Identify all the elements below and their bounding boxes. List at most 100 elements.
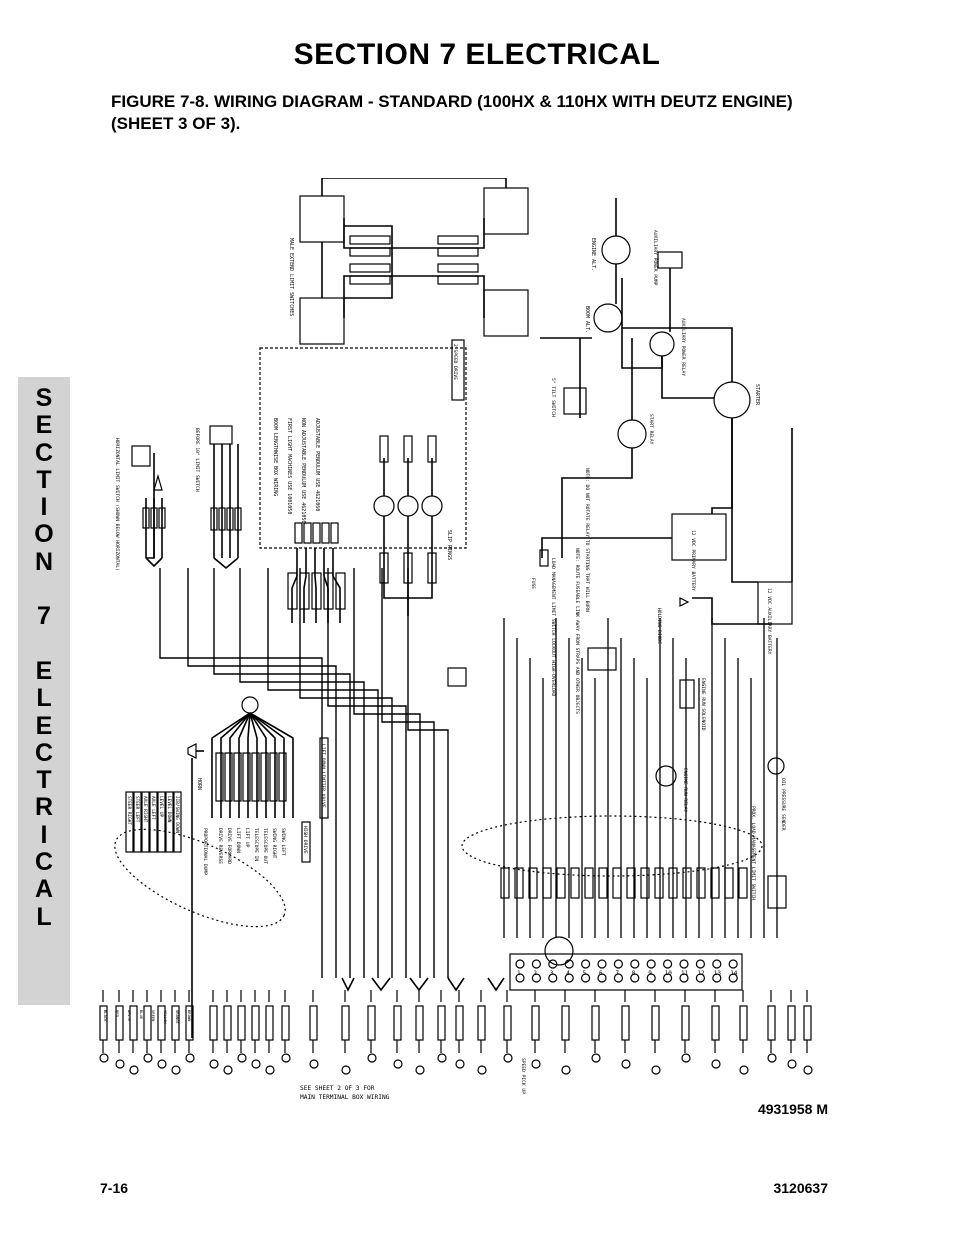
wire: [407, 568, 449, 978]
terminal-14: [728, 973, 738, 983]
wire-tag: [787, 1005, 796, 1041]
start-relay-label: START RELAY: [648, 414, 654, 445]
see-sheet-label: SEE SHEET 2 OF 3 FOR: [300, 1085, 375, 1092]
page-number: 7-16: [100, 1180, 129, 1196]
terminal-number-2: 2: [533, 970, 537, 977]
boom-box-label: ADJUSTABLE PENDULUM USE 4621060: [314, 418, 320, 511]
wire: [249, 712, 267, 818]
horn-icon: [187, 743, 197, 759]
wire-tag: [210, 507, 218, 531]
connector-pin: [591, 1053, 601, 1063]
wire-tag: [621, 1005, 630, 1041]
connector: [437, 275, 479, 285]
wire-tag: [323, 572, 334, 610]
wire-tag: [237, 1005, 246, 1041]
wire-tag: [234, 507, 242, 531]
wire-tag: [437, 1005, 446, 1041]
valve-label-0: STEER RIGHT: [126, 796, 132, 825]
wire-tag: [115, 1005, 124, 1041]
engine-run-relay-label: ENGINE RUN RELAY: [682, 768, 688, 812]
terminal-number-4: 4: [566, 970, 570, 977]
terminal-number-1: 1: [517, 970, 521, 977]
wire: [238, 712, 251, 818]
connector-pin: [651, 1065, 661, 1075]
load-mgmt-label: LOAD MANAGEMENT LIMIT SWITCH LOCKOUT HIG…: [550, 558, 556, 697]
connector-pin: [803, 1065, 813, 1075]
wire: [213, 557, 239, 570]
wire-tag: [218, 507, 226, 531]
wire-color-7: BROWN: [187, 1010, 192, 1022]
wire-color-2: WHITE: [127, 1010, 132, 1022]
wire-tag: [335, 572, 346, 610]
boom-box: [259, 347, 467, 549]
speed-pick-label: SPEED PICK UP: [520, 1058, 526, 1094]
boom-box-label: NON ADJUSTABLE PENDULUM USE 4621050: [300, 418, 306, 523]
slip-ring: [397, 495, 419, 517]
aux-pump: [657, 251, 683, 269]
terminal-8: [630, 959, 640, 969]
before-limit-label: BEFORE 10° LIMIT SWITCH: [194, 428, 200, 492]
wire: [661, 356, 714, 399]
function-label-2: LIFT DOWN: [235, 828, 241, 853]
connector-pin: [531, 1059, 541, 1069]
terminal-9: [646, 973, 656, 983]
function-label-6: SWING RIGHT: [271, 828, 277, 859]
valve-tag: [149, 791, 158, 853]
connector-pin: [143, 1053, 153, 1063]
function-label-5: TELESCOPE OUT: [262, 828, 268, 864]
alternator-label: ENGINE ALT.: [590, 238, 596, 271]
connector: [349, 235, 391, 245]
section-side-tab: S E C T I O N 7 E L E C T R I C A L: [18, 377, 70, 1005]
wire-tag: [626, 867, 636, 899]
wire-tag: [142, 507, 150, 529]
wire-tag: [215, 752, 224, 802]
wire-color-0: BLACK: [103, 1010, 108, 1022]
terminal-number-12: 12: [697, 970, 705, 977]
oil-pressure-label: OIL PRESSURE SENDER: [780, 778, 786, 831]
valve-tag: [141, 791, 150, 853]
wire-color-4: GREEN: [151, 1010, 156, 1022]
terminal-number-7: 7: [615, 970, 619, 977]
connector-pin: [367, 1053, 377, 1063]
wire-tag: [299, 572, 310, 610]
see-sheet-label-2: MAIN TERMINAL BOX WIRING: [300, 1094, 390, 1101]
prox-switch: [767, 875, 787, 909]
boom-box-label: BOOM LENGTHWISE BOX WIRING: [272, 418, 278, 496]
connector-pin: [341, 1065, 351, 1075]
wire-tag: [233, 752, 242, 802]
wire-tag: [542, 867, 552, 899]
wire-tag: [531, 1005, 540, 1041]
connector: [349, 263, 391, 273]
wire-color-5: YELLOW: [163, 1010, 168, 1024]
terminal: [294, 522, 303, 544]
proportional-dump-label: PROPORTIONAL DUMP: [202, 828, 208, 875]
function-label-0: DRIVE REVERSE: [217, 828, 223, 864]
terminal-number-5: 5: [583, 970, 587, 977]
terminal-number-10: 10: [665, 970, 673, 977]
wire: [239, 568, 365, 978]
wire-tag: [367, 1005, 376, 1041]
terminal-8: [630, 973, 640, 983]
wire-tag: [224, 752, 233, 802]
terminal-3: [548, 973, 558, 983]
wire-tag: [281, 1005, 290, 1041]
dashed-group: [114, 828, 286, 928]
terminal-2: [531, 959, 541, 969]
slip-ring: [373, 495, 395, 517]
terminal-number-3: 3: [550, 970, 554, 977]
terminal-1: [515, 959, 525, 969]
terminal-1: [515, 973, 525, 983]
valve-label-5: LEVEL DOWN: [166, 796, 172, 823]
connector-pin: [237, 1053, 247, 1063]
wire-tag: [514, 867, 524, 899]
terminal: [312, 522, 321, 544]
wire: [561, 448, 633, 558]
junction-circle: [544, 936, 574, 966]
wire-tag: [223, 1005, 232, 1041]
relay-module: [587, 647, 617, 671]
wire: [247, 712, 251, 818]
wire: [692, 597, 772, 625]
wire-tag: [651, 1005, 660, 1041]
wire-tag: [269, 752, 278, 802]
